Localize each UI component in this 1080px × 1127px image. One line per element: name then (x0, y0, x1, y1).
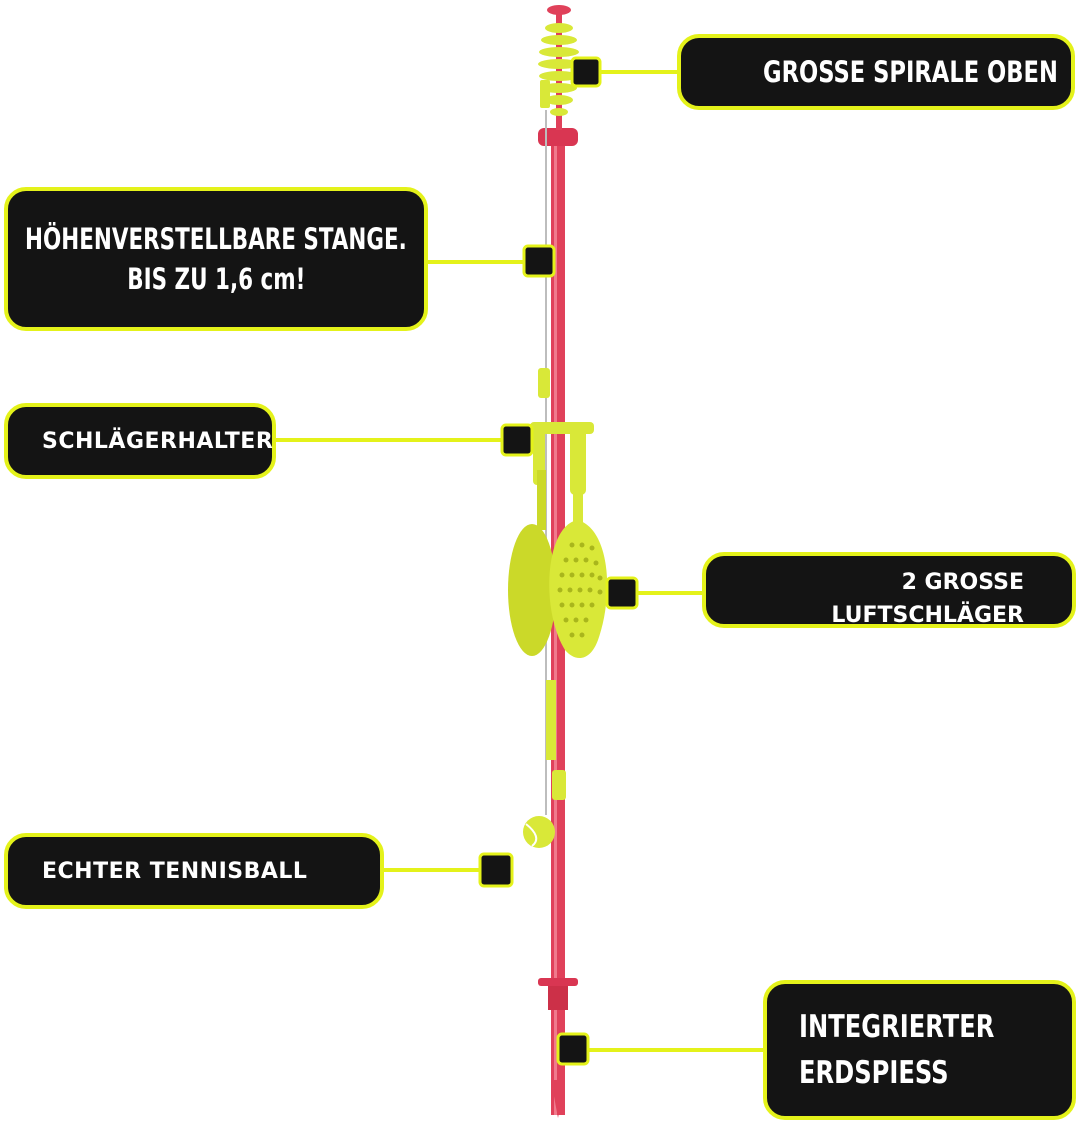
swingball-pole (508, 5, 608, 1118)
pole-spike-tip (551, 1080, 565, 1118)
marker-spike (556, 1032, 590, 1066)
spike-sleeve (548, 986, 568, 1010)
callout-markers (478, 56, 639, 1066)
spiral-cap (547, 5, 571, 15)
label-pole-line-2: BIS ZU 1,6 cm! (126, 262, 306, 296)
paddle-left-handle (537, 470, 546, 530)
pole-collar (538, 128, 578, 146)
label-spike-line-2: ERDSPIESS (799, 1055, 949, 1091)
spiral-cap-stem (556, 10, 562, 130)
pole-adjuster-knob (552, 770, 566, 800)
label-paddles-line-1: 2 GROSSE (901, 570, 1024, 595)
label-pole: HÖHENVERSTELLBARE STANGE. BIS ZU 1,6 cm! (4, 187, 428, 331)
spiral-slider (540, 80, 550, 108)
label-ball-line-1: ECHTER TENNISBALL (42, 858, 308, 884)
label-spiral-line-1: GROSSE SPIRALE OBEN (763, 55, 1058, 89)
label-ball: ECHTER TENNISBALL (4, 833, 384, 909)
label-holder-line-1: SCHLÄGERHALTER (42, 428, 274, 454)
marker-pole (522, 244, 556, 278)
tennis-ball-seam (525, 823, 538, 847)
paddle-right-holes (557, 542, 603, 638)
tennis-ball (523, 816, 555, 848)
marker-spiral (570, 56, 602, 88)
label-spiral: GROSSE SPIRALE OBEN (677, 34, 1075, 110)
label-paddles-line-2: LUFTSCHLÄGER (831, 603, 1024, 628)
label-pole-line-1: HÖHENVERSTELLBARE STANGE. (25, 222, 407, 256)
pole-adjuster (546, 680, 556, 760)
paddle-left (508, 524, 556, 656)
label-holder: SCHLÄGERHALTER (4, 403, 276, 479)
spiral-coils (538, 23, 580, 116)
pole-clip (538, 368, 550, 398)
marker-holder (500, 423, 534, 457)
paddle-right-handle (573, 470, 583, 525)
label-spike: INTEGRIERTER ERDSPIESS (763, 980, 1076, 1120)
marker-ball (478, 852, 514, 888)
label-paddles: 2 GROSSE LUFTSCHLÄGER (702, 552, 1076, 628)
label-spike-line-1: INTEGRIERTER (799, 1009, 995, 1045)
marker-paddles (605, 576, 639, 610)
spike-plate (538, 978, 578, 986)
